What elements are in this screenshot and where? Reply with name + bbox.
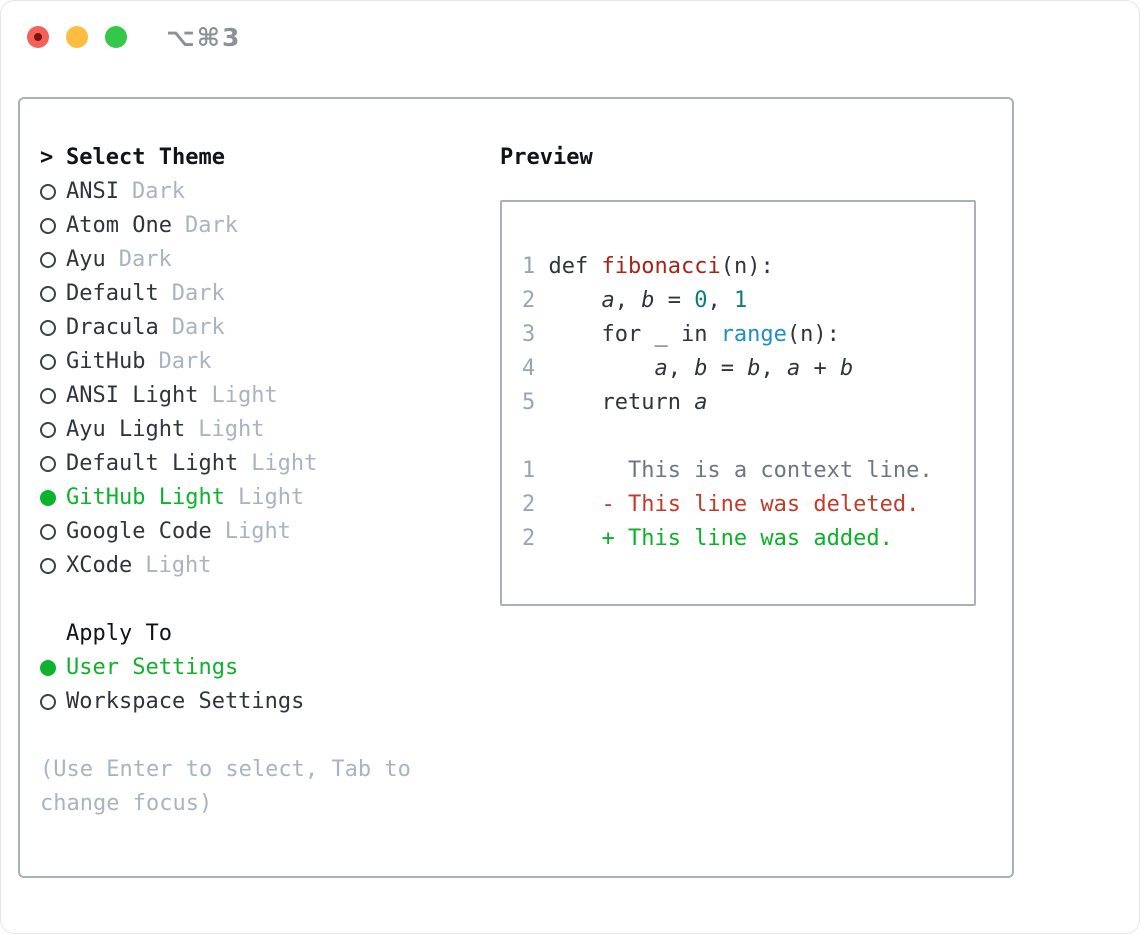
option-label: Default Light bbox=[66, 451, 239, 476]
hint-text: (Use Enter to select, Tab to change focu… bbox=[40, 757, 411, 816]
apply-to-header: Apply To bbox=[40, 617, 500, 651]
prompt-caret-icon: > bbox=[40, 145, 54, 170]
option-label: Ayu bbox=[66, 247, 106, 272]
select-theme-title: Select Theme bbox=[66, 145, 225, 170]
theme-variant-label: Dark bbox=[118, 247, 172, 272]
traffic-light-minimize-icon[interactable] bbox=[66, 26, 88, 48]
theme-variant-label: Light bbox=[145, 553, 212, 578]
theme-variant-label: Dark bbox=[171, 281, 225, 306]
select-theme-header: > Select Theme bbox=[40, 141, 500, 175]
theme-variant-label: Light bbox=[224, 519, 291, 544]
window-title: ⌥⌘3 bbox=[166, 22, 242, 52]
radio-unselected-icon bbox=[40, 422, 56, 438]
theme-option-dracula[interactable]: Dracula Dark bbox=[40, 311, 500, 345]
apply-option-user-settings[interactable]: User Settings bbox=[40, 651, 500, 685]
code-line: 2 + This line was added. bbox=[522, 526, 893, 551]
code-line bbox=[522, 420, 954, 454]
code-line: 2 - This line was deleted. bbox=[522, 492, 920, 517]
radio-unselected-icon bbox=[40, 558, 56, 574]
theme-option-xcode[interactable]: XCode Light bbox=[40, 549, 500, 583]
theme-option-default[interactable]: Default Dark bbox=[40, 277, 500, 311]
theme-variant-label: Dark bbox=[131, 179, 185, 204]
theme-option-github[interactable]: GitHub Dark bbox=[40, 345, 500, 379]
code-line: 1 This is a context line. bbox=[522, 458, 933, 483]
option-label: Dracula bbox=[66, 315, 159, 340]
option-label: XCode bbox=[66, 553, 133, 578]
theme-option-default-light[interactable]: Default Light Light bbox=[40, 447, 500, 481]
theme-option-github-light[interactable]: GitHub Light Light bbox=[40, 481, 500, 515]
theme-variant-label: Light bbox=[211, 383, 278, 408]
radio-unselected-icon bbox=[40, 286, 56, 302]
code-line: 1 def fibonacci(n): bbox=[522, 254, 774, 279]
radio-unselected-icon bbox=[40, 320, 56, 336]
radio-unselected-icon bbox=[40, 388, 56, 404]
option-label: GitHub Light bbox=[66, 485, 225, 510]
theme-option-ayu[interactable]: Ayu Dark bbox=[40, 243, 500, 277]
preview-title: Preview bbox=[500, 145, 593, 170]
radio-unselected-icon bbox=[40, 184, 56, 200]
theme-variant-label: Dark bbox=[171, 315, 225, 340]
apply-to-title: Apply To bbox=[66, 621, 172, 646]
option-label: Workspace Settings bbox=[66, 689, 305, 714]
apply-option-workspace-settings[interactable]: Workspace Settings bbox=[40, 685, 500, 719]
theme-variant-label: Dark bbox=[184, 213, 238, 238]
radio-unselected-icon bbox=[40, 524, 56, 540]
code-line: 5 return a bbox=[522, 390, 708, 415]
titlebar: ⌥⌘3 bbox=[27, 23, 241, 52]
preview-column: Preview 1 def fibonacci(n): 2 a, b = 0, 1… bbox=[500, 141, 992, 876]
option-label: Ayu Light bbox=[66, 417, 186, 442]
option-label: ANSI Light bbox=[66, 383, 199, 408]
theme-variant-label: Light bbox=[251, 451, 318, 476]
theme-option-ansi-light[interactable]: ANSI Light Light bbox=[40, 379, 500, 413]
traffic-light-close-icon[interactable] bbox=[27, 26, 49, 48]
option-label: ANSI bbox=[66, 179, 119, 204]
preview-code: 1 def fibonacci(n): 2 a, b = 0, 1 3 for _ … bbox=[522, 250, 954, 556]
code-line: 2 a, b = 0, 1 bbox=[522, 288, 748, 313]
theme-option-google-code[interactable]: Google Code Light bbox=[40, 515, 500, 549]
radio-unselected-icon bbox=[40, 456, 56, 472]
option-label: Google Code bbox=[66, 519, 212, 544]
theme-variant-label: Dark bbox=[158, 349, 212, 374]
theme-option-ansi[interactable]: ANSI Dark bbox=[40, 175, 500, 209]
radio-unselected-icon bbox=[40, 218, 56, 234]
code-line: 4 a, b = b, a + b bbox=[522, 356, 854, 381]
theme-option-ayu-light[interactable]: Ayu Light Light bbox=[40, 413, 500, 447]
option-label: Atom One bbox=[66, 213, 172, 238]
radio-selected-icon bbox=[40, 660, 56, 676]
option-label: User Settings bbox=[66, 655, 239, 680]
traffic-light-zoom-icon[interactable] bbox=[105, 26, 127, 48]
radio-unselected-icon bbox=[40, 354, 56, 370]
radio-unselected-icon bbox=[40, 694, 56, 710]
radio-unselected-icon bbox=[40, 252, 56, 268]
code-line: 3 for _ in range(n): bbox=[522, 322, 840, 347]
option-label: GitHub bbox=[66, 349, 146, 374]
theme-variant-label: Light bbox=[237, 485, 305, 510]
option-label: Default bbox=[66, 281, 159, 306]
radio-selected-icon bbox=[40, 490, 56, 506]
preview-box: 1 def fibonacci(n): 2 a, b = 0, 1 3 for _ … bbox=[500, 200, 976, 606]
theme-option-atom-one[interactable]: Atom One Dark bbox=[40, 209, 500, 243]
theme-variant-label: Light bbox=[198, 417, 265, 442]
